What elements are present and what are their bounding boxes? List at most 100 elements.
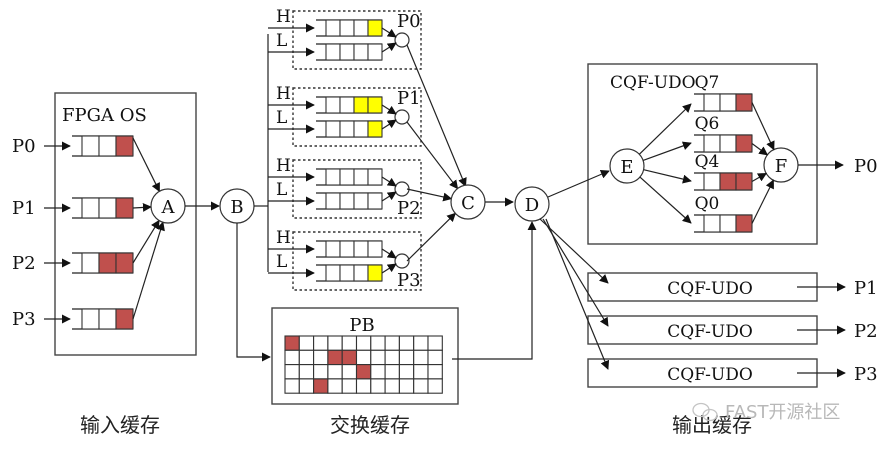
input-queue	[72, 135, 134, 157]
cqf-udo-expanded-title: CQF-UDO	[610, 73, 696, 93]
merge-node	[394, 181, 410, 197]
cqf-queue-q6: Q6	[642, 114, 769, 162]
packet-buffer-cell	[427, 364, 443, 380]
arrow-merge-to-node-c	[406, 121, 459, 190]
packet-buffer-cell	[298, 335, 315, 351]
cqf-queue	[694, 134, 753, 153]
input-port-label: P2	[12, 253, 36, 274]
queue-cell	[353, 120, 369, 138]
queue-cell	[325, 120, 341, 138]
packet-buffer-cell	[341, 364, 358, 380]
arrow-queue-to-f	[751, 172, 768, 183]
watermark: FAST开源社区	[692, 402, 840, 423]
input-port-p3: P3	[12, 221, 165, 330]
output-port-p0: P0	[854, 156, 878, 177]
arrow-high-to-merge	[381, 176, 397, 187]
queue-cell	[353, 19, 369, 37]
packet-buffer-cell	[298, 349, 315, 366]
arrow-low-to-merge	[381, 263, 397, 274]
packet-buffer-cell	[355, 335, 372, 351]
packet-buffer-cell	[284, 378, 300, 394]
input-port-label: P0	[12, 136, 36, 157]
input-port-p0: P0	[12, 135, 160, 193]
queue-cell	[339, 19, 355, 37]
packet-buffer-cell	[427, 378, 443, 394]
packet-buffer-cell	[298, 364, 315, 380]
packet-buffer-cell	[370, 335, 386, 351]
priority-group-port-label: P1	[397, 88, 421, 109]
queue-cell	[353, 168, 369, 186]
arrow-low-to-merge	[381, 42, 397, 53]
arrow-high-to-merge	[381, 248, 397, 259]
queue-cell	[339, 168, 355, 186]
queue-cell	[367, 96, 383, 114]
packet-buffer-cell	[327, 335, 343, 351]
queue-cell	[115, 308, 134, 330]
low-priority-queue	[316, 192, 383, 210]
queue-cell	[367, 120, 383, 138]
packet-buffer-cell	[413, 364, 429, 380]
arrow-to-node-a	[132, 219, 160, 264]
queue-cell	[81, 252, 100, 274]
packet-buffer-cell	[355, 349, 372, 366]
node-a-label: A	[161, 197, 176, 218]
arrow-queue-to-f	[751, 143, 769, 156]
packet-buffer-cell-occupied	[313, 378, 329, 394]
arrow-low-to-merge	[381, 191, 397, 202]
arrow-queue-to-f	[751, 179, 774, 224]
queue-cell	[367, 240, 383, 258]
packet-buffer-cell	[427, 335, 443, 351]
packet-buffer-cell	[370, 349, 386, 366]
merge-node	[394, 32, 410, 48]
cqf-udo-collapsed-title: CQF-UDO	[667, 322, 753, 342]
cqf-queue-label: Q4	[695, 152, 720, 172]
arrow-b-to-pb	[236, 223, 271, 362]
queue-cell	[339, 192, 355, 210]
output-buffer-caption: 输出缓存	[672, 413, 752, 437]
queue-cell	[367, 19, 383, 37]
cqf-queue-q4: Q4	[643, 152, 768, 191]
priority-group-dashed-box	[292, 231, 422, 291]
arrow-d-to-cqf	[539, 218, 609, 284]
priority-group-port-label: P2	[397, 198, 421, 219]
queue-cell	[339, 240, 355, 258]
queue-cell	[325, 192, 341, 210]
arrow-e-to-queue	[643, 169, 692, 184]
packet-buffer-cell	[427, 349, 443, 366]
packet-buffer-cell-occupied	[355, 364, 372, 380]
priority-group-dashed-box	[292, 159, 422, 219]
node-b-label: B	[230, 197, 243, 218]
cqf-queue	[694, 93, 753, 112]
packet-buffer-cell	[327, 364, 343, 380]
queue-cell	[735, 214, 753, 233]
packet-buffer-cell	[313, 335, 329, 351]
queue-cell	[81, 197, 100, 219]
input-queue	[72, 308, 134, 330]
queue-cell	[325, 240, 341, 258]
high-priority-queue	[316, 240, 383, 258]
input-port-label: P1	[12, 198, 36, 219]
queue-cell	[81, 308, 100, 330]
packet-buffer-cell	[413, 349, 429, 366]
packet-buffer-cell	[370, 364, 386, 380]
arrow-d-to-cqf	[545, 218, 610, 370]
arrow-to-node-a	[132, 137, 160, 193]
arrow-merge-to-node-c	[406, 188, 453, 202]
queue-cell	[339, 264, 355, 282]
packet-buffer-cell	[284, 364, 300, 380]
queue-cell	[325, 96, 341, 114]
switch-buffer-caption: 交换缓存	[330, 413, 410, 437]
queue-cell	[353, 264, 369, 282]
queue-cell	[115, 135, 134, 157]
cqf-udo-collapsed-title: CQF-UDO	[667, 365, 753, 385]
queue-cell	[735, 134, 753, 153]
packet-buffer-box	[271, 307, 459, 405]
packet-buffer-cell	[384, 364, 400, 380]
queue-cell	[98, 252, 117, 274]
